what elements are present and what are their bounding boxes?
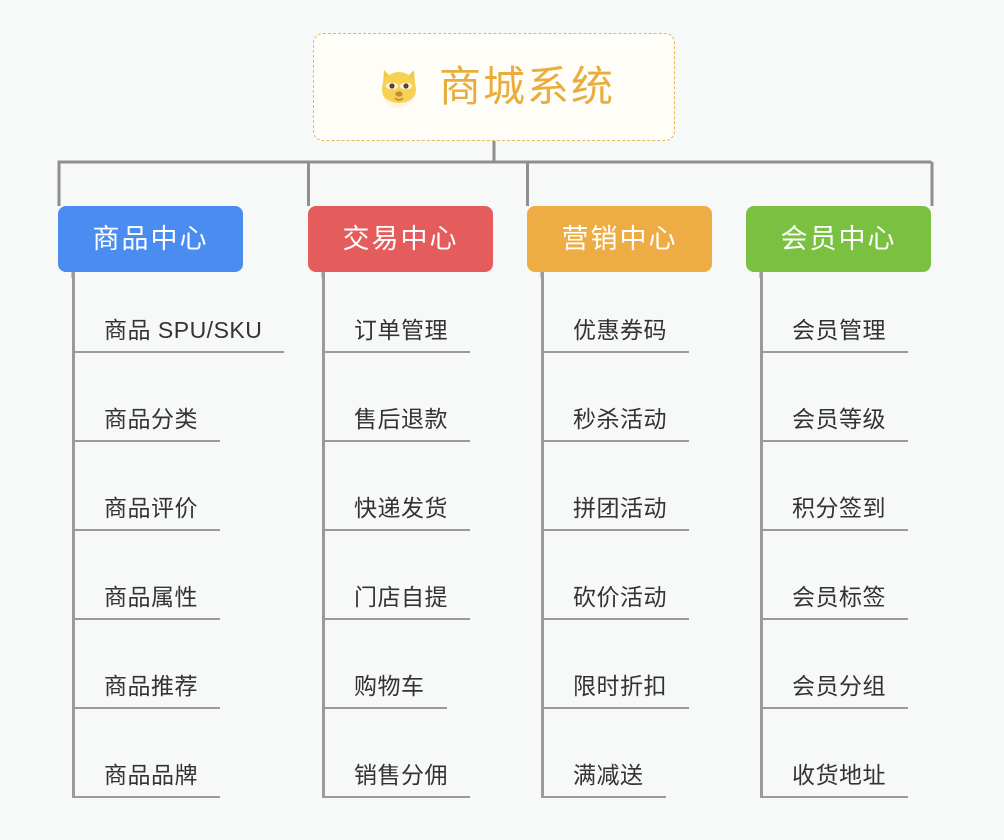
leaf-underline: 积分签到 (762, 497, 908, 531)
leaf-underline: 满减送 (543, 764, 666, 798)
leaf-underline: 门店自提 (324, 586, 470, 620)
leaf-label: 限时折扣 (573, 673, 667, 699)
leaf-underline: 购物车 (324, 675, 447, 709)
leaf-label: 售后退款 (354, 406, 448, 432)
branch-body-member-center: 会员管理会员等级积分签到会员标签会员分组收货地址 (746, 272, 931, 812)
leaf-label: 商品品牌 (104, 762, 198, 788)
root-node[interactable]: 商城系统 (313, 33, 675, 141)
branch-marketing-center: 营销中心优惠券码秒杀活动拼团活动砍价活动限时折扣满减送 (527, 206, 712, 812)
leaf-underline: 订单管理 (324, 319, 470, 353)
leaf-label: 会员标签 (792, 584, 886, 610)
branch-header-label: 交易中心 (342, 223, 459, 254)
branch-spine-member-center (760, 272, 763, 798)
leaf-underline: 会员管理 (762, 319, 908, 353)
leaf-underline: 快递发货 (324, 497, 470, 531)
leaf-label: 销售分佣 (354, 762, 448, 788)
leaf-label: 秒杀活动 (573, 406, 667, 432)
leaf-underline: 商品评价 (74, 497, 220, 531)
leaf-label: 快递发货 (354, 495, 448, 521)
branch-header-label: 商品中心 (92, 223, 209, 254)
leaf-underline: 会员分组 (762, 675, 908, 709)
leaf-label: 拼团活动 (573, 495, 667, 521)
branch-product-center: 商品中心商品 SPU/SKU 商品分类商品评价商品属性商品推荐商品品牌 (58, 206, 285, 812)
branch-body-trade-center: 订单管理售后退款快递发货门店自提购物车销售分佣 (308, 272, 493, 812)
branch-body-product-center: 商品 SPU/SKU 商品分类商品评价商品属性商品推荐商品品牌 (58, 272, 285, 812)
root-title: 商城系统 (438, 63, 615, 110)
branch-body-marketing-center: 优惠券码秒杀活动拼团活动砍价活动限时折扣满减送 (527, 272, 712, 812)
leaf-label: 砍价活动 (573, 584, 667, 610)
branch-header-product-center[interactable]: 商品中心 (58, 206, 243, 272)
leaf-underline: 商品 SPU/SKU (74, 317, 285, 353)
leaf-label: 积分签到 (792, 495, 886, 521)
leaf-underline: 砍价活动 (543, 586, 689, 620)
leaf-label: 购物车 (354, 673, 425, 699)
leaf-underline: 限时折扣 (543, 675, 689, 709)
leaf-label: 优惠券码 (573, 317, 667, 343)
leaf-underline: 销售分佣 (324, 764, 470, 798)
branch-spine-marketing-center (541, 272, 544, 798)
branch-trade-center: 交易中心订单管理售后退款快递发货门店自提购物车销售分佣 (308, 206, 493, 812)
leaf-underline: 收货地址 (762, 764, 908, 798)
leaf-underline: 会员等级 (762, 408, 908, 442)
leaf-underline: 商品推荐 (74, 675, 220, 709)
leaf-label: 收货地址 (792, 762, 886, 788)
branch-member-center: 会员中心会员管理会员等级积分签到会员标签会员分组收货地址 (746, 206, 931, 812)
leaf-underline: 会员标签 (762, 586, 908, 620)
leaf-label: 商品属性 (104, 584, 198, 610)
leaf-label: 商品评价 (104, 495, 198, 521)
leaf-label: 会员分组 (792, 673, 886, 699)
leaf-label: 满减送 (573, 762, 644, 788)
leaf-label: 商品推荐 (104, 673, 198, 699)
leaf-label: 门店自提 (354, 584, 448, 610)
leaf-label: 商品 SPU/SKU (104, 317, 263, 343)
leaf-label: 会员管理 (792, 317, 886, 343)
leaf-underline: 拼团活动 (543, 497, 689, 531)
branch-header-label: 营销中心 (561, 223, 678, 254)
shiba-dog-face-icon (373, 61, 425, 113)
leaf-underline: 优惠券码 (543, 319, 689, 353)
leaf-underline: 商品品牌 (74, 764, 220, 798)
branch-header-trade-center[interactable]: 交易中心 (308, 206, 493, 272)
leaf-label: 商品分类 (104, 406, 198, 432)
leaf-underline: 商品属性 (74, 586, 220, 620)
branch-spine-trade-center (322, 272, 325, 798)
branch-header-marketing-center[interactable]: 营销中心 (527, 206, 712, 272)
branch-spine-product-center (72, 272, 75, 798)
leaf-label: 会员等级 (792, 406, 886, 432)
leaf-label: 订单管理 (354, 317, 448, 343)
leaf-underline: 售后退款 (324, 408, 470, 442)
leaf-underline: 秒杀活动 (543, 408, 689, 442)
branch-header-member-center[interactable]: 会员中心 (746, 206, 931, 272)
branch-header-label: 会员中心 (780, 223, 897, 254)
leaf-underline: 商品分类 (74, 408, 220, 442)
